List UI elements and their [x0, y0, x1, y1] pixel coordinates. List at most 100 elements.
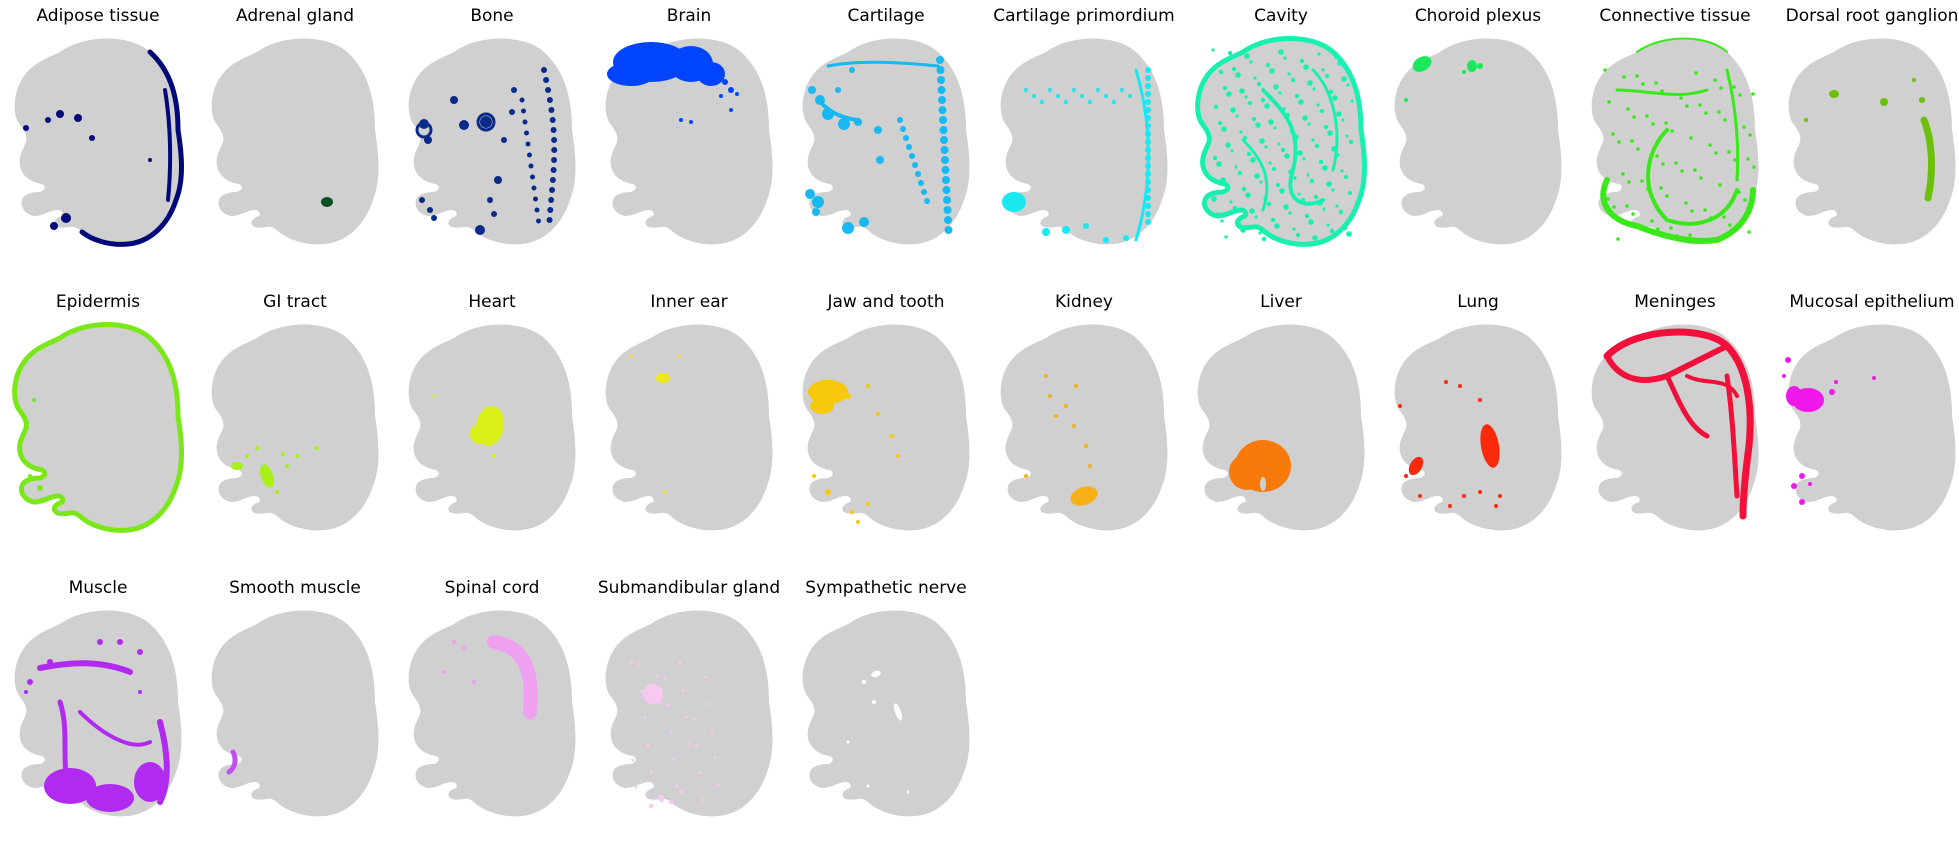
tissue-overlay [321, 197, 333, 207]
panel: Spinal cord [394, 572, 590, 832]
embryo-body [605, 610, 773, 817]
panel: Connective tissue [1577, 0, 1773, 260]
panel-title: Liver [1260, 292, 1302, 312]
embryo-silhouette [1591, 324, 1759, 531]
embryo-body [1394, 324, 1562, 531]
embryo-body [802, 324, 970, 531]
embryo-silhouette [408, 610, 576, 817]
panel-title: Dorsal root ganglion [1785, 6, 1959, 26]
tissue-overlay [442, 635, 538, 719]
panel: Cavity [1183, 0, 1379, 260]
tissue-overlay [226, 749, 238, 775]
panel: Sympathetic nerve [788, 572, 984, 832]
embryo-silhouette [408, 324, 576, 531]
tissue-overlay [432, 394, 505, 458]
panel: Heart [394, 286, 590, 546]
tissue-overlay [805, 56, 953, 234]
panel: Dorsal root ganglion [1774, 0, 1959, 260]
embryo-silhouette [605, 38, 773, 245]
tissue-overlay [1024, 374, 1098, 506]
panel: Submandibular gland [591, 572, 787, 832]
embryo-body [1788, 324, 1956, 531]
panel-title: Mucosal epithelium [1789, 292, 1955, 312]
embryo-silhouette [1394, 324, 1562, 531]
panel: Lung [1380, 286, 1576, 546]
panel: Cartilage [788, 0, 984, 260]
panel-title: Bone [470, 6, 514, 26]
tissue-overlay [1804, 78, 1935, 202]
panel: Smooth muscle [197, 572, 393, 832]
panel-title: GI tract [263, 292, 327, 312]
panel: Adipose tissue [0, 0, 196, 260]
panel-title: Brain [666, 6, 712, 26]
tissue-overlay [231, 446, 319, 494]
panel-title: Smooth muscle [229, 578, 361, 598]
tissue-overlay [1398, 380, 1502, 508]
embryo-silhouette [605, 324, 773, 531]
embryo-body [211, 38, 379, 245]
panel: Meninges [1577, 286, 1773, 546]
embryo-body [211, 324, 379, 531]
embryo-silhouette [1000, 324, 1168, 531]
tissue-overlay [1195, 36, 1367, 247]
panel: Adrenal gland [197, 0, 393, 260]
embryo-silhouette [1788, 38, 1956, 245]
tissue-overlay [1603, 328, 1754, 520]
embryo-silhouette [1197, 324, 1365, 531]
embryo-silhouette [802, 38, 970, 245]
panel: Epidermis [0, 286, 196, 546]
embryo-silhouette [1782, 324, 1956, 531]
embryo-silhouette [1000, 38, 1168, 245]
panel: Mucosal epithelium [1774, 286, 1959, 546]
tissue-overlay [1002, 67, 1151, 243]
panel: GI tract [197, 286, 393, 546]
tissue-overlay [1404, 56, 1483, 102]
embryo-body [1591, 38, 1759, 245]
tissue-overlay [629, 660, 720, 808]
panel: Choroid plexus [1380, 0, 1576, 260]
panel-title: Cartilage primordium [993, 6, 1175, 26]
panel-title: Cartilage [847, 6, 925, 26]
tissue-overlay [415, 67, 558, 235]
tissue-overlay [607, 42, 739, 124]
panel: Muscle [0, 572, 196, 832]
tissue-overlay [629, 354, 681, 494]
panel-title: Adrenal gland [235, 6, 354, 26]
embryo-silhouette [1591, 37, 1759, 245]
embryo-silhouette [12, 322, 184, 533]
embryo-body [802, 610, 970, 817]
panel-title: Heart [468, 292, 516, 312]
embryo-silhouette [14, 38, 184, 247]
tissue-overlay [1782, 357, 1876, 505]
embryo-body [14, 38, 182, 245]
panel: Inner ear [591, 286, 787, 546]
panel-title: Muscle [68, 578, 128, 598]
panel-title: Sympathetic nerve [805, 578, 967, 598]
panel: Kidney [986, 286, 1182, 546]
panel-title: Meninges [1634, 292, 1716, 312]
panel: Bone [394, 0, 590, 260]
panel: Cartilage primordium [986, 0, 1182, 260]
embryo-silhouette [802, 610, 970, 817]
embryo-silhouette [605, 610, 773, 817]
panel: Jaw and tooth [788, 286, 984, 546]
tissue-overlay [1600, 37, 1756, 244]
tissue-overlay [846, 670, 910, 794]
embryo-silhouette [211, 610, 379, 817]
embryo-silhouette [1195, 36, 1367, 247]
embryo-silhouette [211, 38, 379, 245]
panel-title: Spinal cord [444, 578, 540, 598]
panel-title: Kidney [1055, 292, 1113, 312]
tissue-overlay [23, 49, 184, 247]
panel-title: Connective tissue [1599, 6, 1751, 26]
panel-title: Inner ear [650, 292, 728, 312]
panel-title: Choroid plexus [1414, 6, 1542, 26]
panel: Liver [1183, 286, 1379, 546]
embryo-silhouette [14, 610, 182, 817]
panel-title: Epidermis [55, 292, 141, 312]
tissue-overlay [12, 322, 184, 533]
embryo-body [1197, 324, 1365, 531]
embryo-silhouette [408, 38, 576, 245]
embryo-silhouette [802, 324, 970, 531]
